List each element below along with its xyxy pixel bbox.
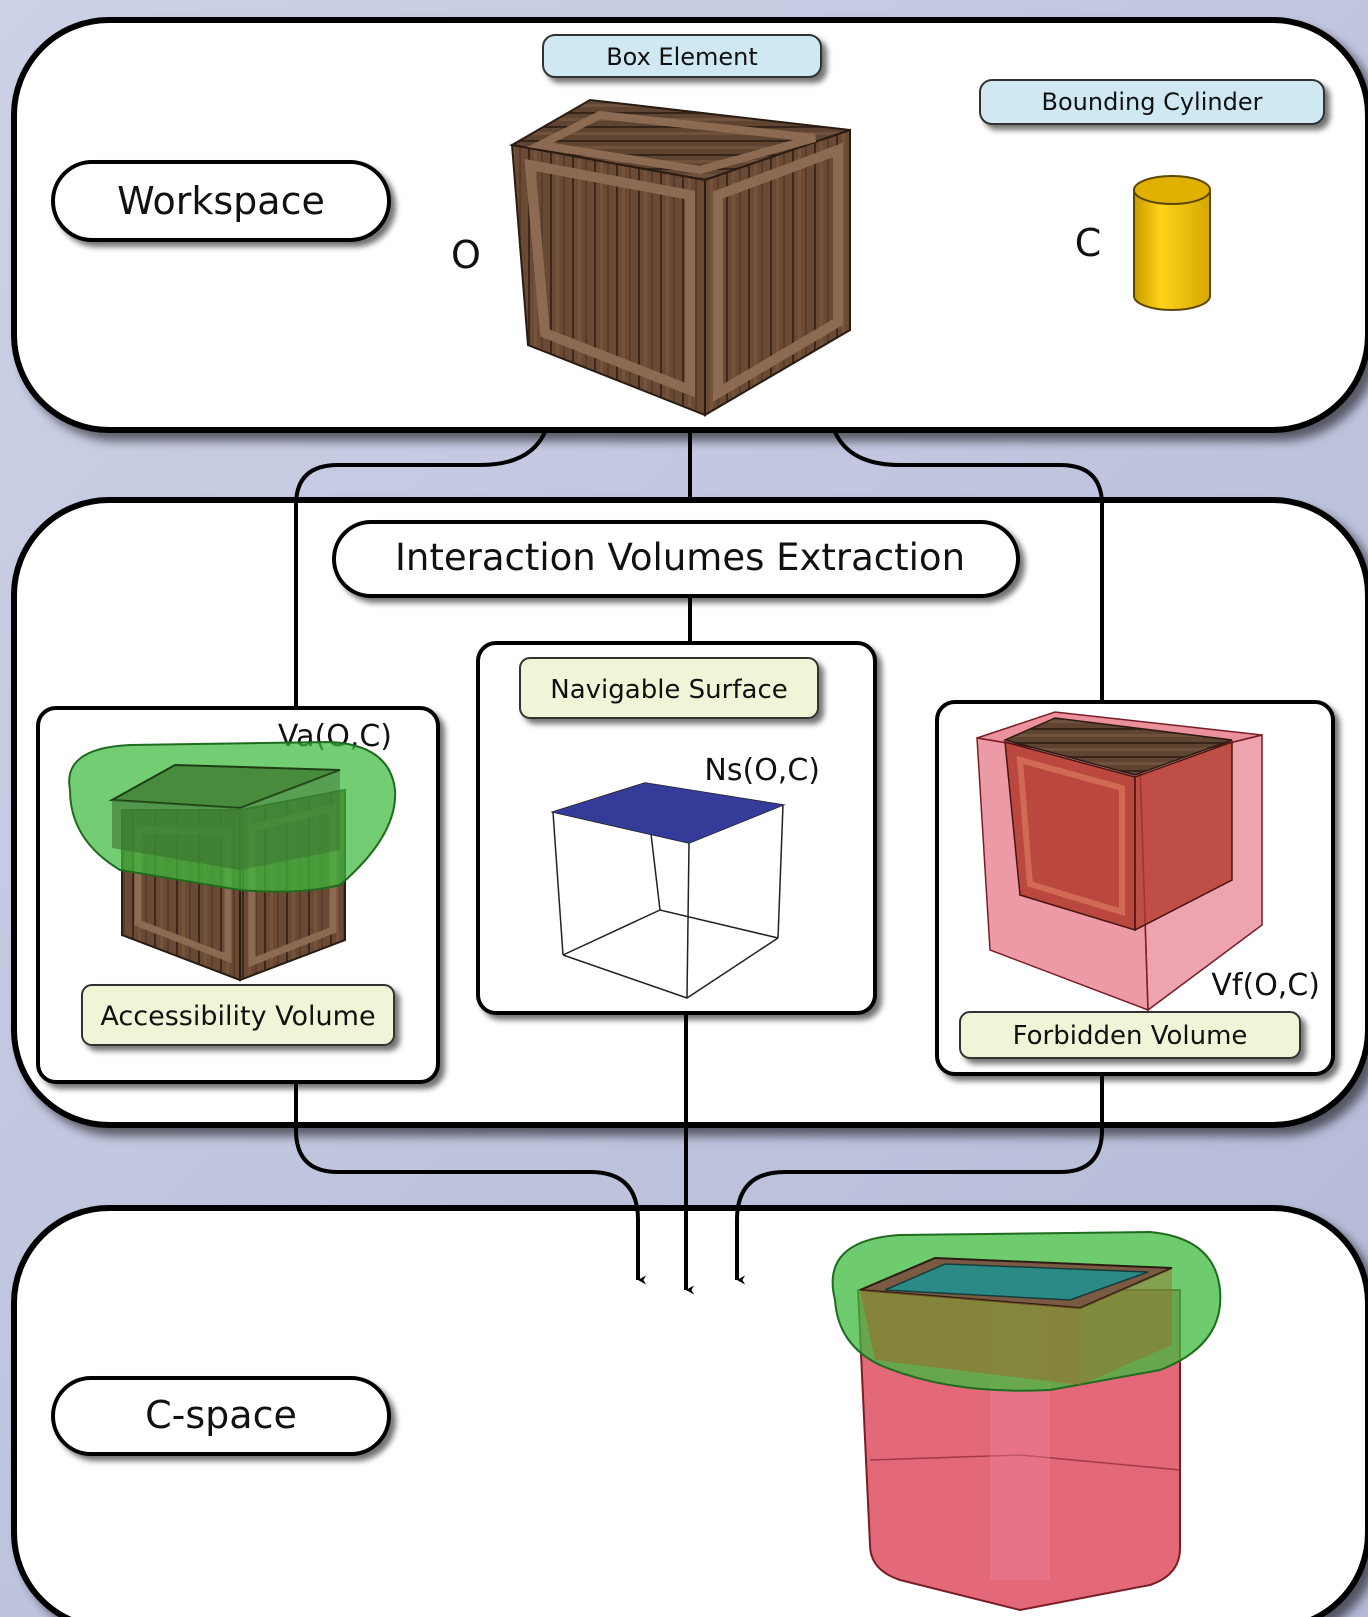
extraction-title: Interaction Volumes Extraction — [332, 520, 1020, 598]
extraction-inner-connectors — [294, 500, 1104, 712]
box-element-tag: Box Element — [542, 34, 822, 78]
bounding-cylinder-tag: Bounding Cylinder — [979, 79, 1325, 125]
cylinder-symbol: C — [1075, 221, 1102, 265]
accessibility-volume-box: Va(O,C) Accessibility Volume — [36, 706, 440, 1084]
svg-text:Ns(O,C): Ns(O,C) — [704, 753, 820, 788]
svg-text:C-space: C-space — [145, 1393, 297, 1437]
svg-text:Workspace: Workspace — [117, 179, 325, 223]
svg-text:Interaction Volumes Extraction: Interaction Volumes Extraction — [395, 536, 965, 579]
arrows-to-cspace — [294, 1013, 1104, 1295]
object-symbol: O — [451, 233, 481, 277]
bounding-cylinder — [1133, 175, 1211, 311]
svg-text:Vf(O,C): Vf(O,C) — [1211, 968, 1320, 1003]
cspace-combined-volume — [831, 1230, 1222, 1612]
svg-text:Forbidden Volume: Forbidden Volume — [1013, 1021, 1248, 1051]
svg-text:Accessibility Volume: Accessibility Volume — [100, 1001, 375, 1032]
wooden-crate — [509, 98, 851, 417]
svg-text:Bounding Cylinder: Bounding Cylinder — [1042, 88, 1263, 116]
navigable-surface-box: Navigable Surface Ns(O,C) — [476, 641, 877, 1015]
workspace-label: Workspace — [51, 160, 391, 242]
cspace-label: C-space — [51, 1376, 391, 1456]
svg-text:Box Element: Box Element — [606, 43, 758, 71]
forbidden-volume-box: Vf(O,C) Forbidden Volume — [935, 700, 1335, 1076]
svg-text:Navigable Surface: Navigable Surface — [550, 675, 787, 705]
